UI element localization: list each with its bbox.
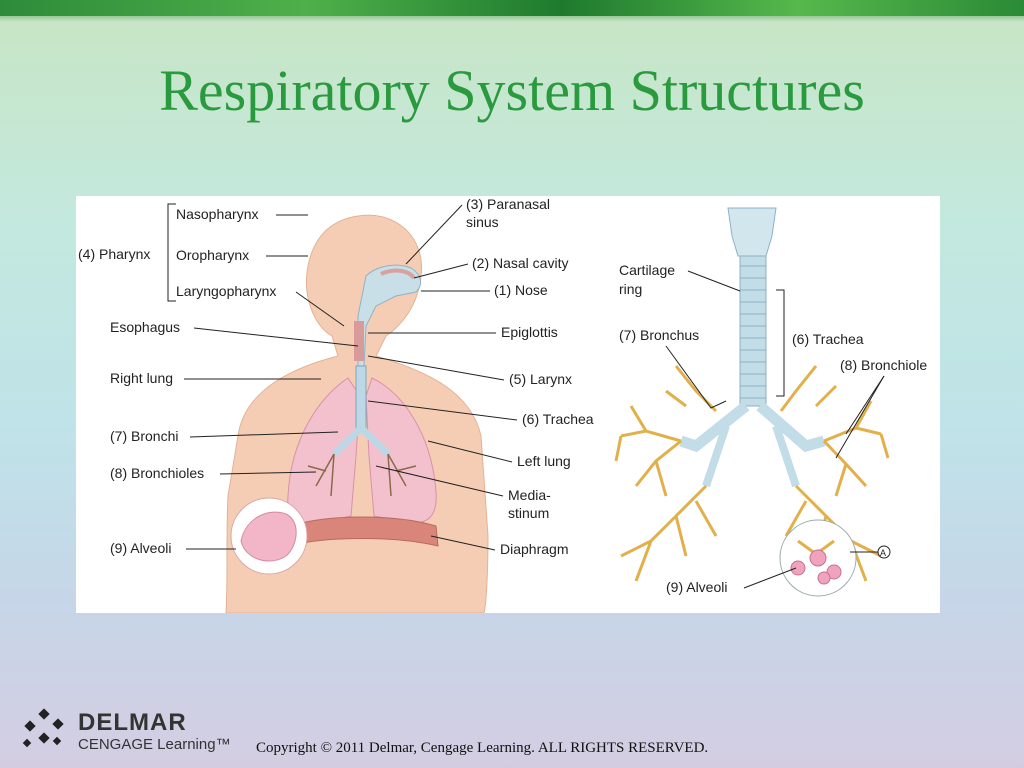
label-cartilage-2: ring: [619, 281, 642, 297]
alveoli-inset-right: [779, 519, 857, 597]
label-trachea-right: (6) Trachea: [792, 331, 864, 347]
top-accent-fade: [0, 16, 1024, 22]
label-paranasal-2: sinus: [466, 214, 499, 230]
label-diaphragm: Diaphragm: [500, 541, 568, 557]
label-mediastinum-1: Media-: [508, 487, 551, 503]
label-bronchioles: (8) Bronchioles: [110, 465, 204, 481]
label-left-lung: Left lung: [517, 453, 571, 469]
label-larynx: (5) Larynx: [509, 371, 572, 387]
label-pharynx: (4) Pharynx: [78, 246, 150, 262]
alveoli-inset-left: [230, 497, 308, 575]
respiratory-diagram: Nasopharynx (4) Pharynx Oropharynx Laryn…: [78, 196, 927, 613]
label-alveoli-left: (9) Alveoli: [110, 540, 171, 556]
copyright-text: Copyright © 2011 Delmar, Cengage Learnin…: [256, 740, 709, 756]
label-trachea-left: (6) Trachea: [522, 411, 594, 427]
label-cartilage-1: Cartilage: [619, 262, 675, 278]
trachea-right: [679, 207, 826, 488]
label-right-lung: Right lung: [110, 370, 173, 386]
label-nasal-cavity: (2) Nasal cavity: [472, 255, 568, 271]
trachea-left: [307, 365, 417, 497]
label-paranasal-1: (3) Paranasal: [466, 196, 550, 212]
top-accent-bar: [0, 0, 1024, 16]
slide-title: Respiratory System Structures: [159, 58, 865, 123]
label-oropharynx: Oropharynx: [176, 247, 249, 263]
marker-letter: A: [880, 548, 886, 558]
label-bronchi: (7) Bronchi: [110, 428, 178, 444]
label-laryngopharynx: Laryngopharynx: [176, 283, 276, 299]
lungs: [287, 377, 437, 525]
label-bronchiole-right: (8) Bronchiole: [840, 357, 927, 373]
upper-airway: [354, 264, 422, 367]
respiratory-figure: Nasopharynx (4) Pharynx Oropharynx Laryn…: [76, 196, 940, 613]
marker-circle: [877, 545, 891, 559]
label-nose: (1) Nose: [494, 282, 548, 298]
logo-text-cengage: CENGAGE Learning™: [78, 736, 231, 753]
label-alveoli-right: (9) Alveoli: [666, 579, 727, 595]
delmar-logo: DELMAR CENGAGE Learning™: [20, 708, 260, 758]
label-nasopharynx: Nasopharynx: [176, 206, 259, 222]
logo-text-delmar: DELMAR: [78, 709, 187, 736]
label-esophagus: Esophagus: [110, 319, 180, 335]
label-epiglottis: Epiglottis: [501, 324, 558, 340]
label-bronchus: (7) Bronchus: [619, 327, 699, 343]
label-mediastinum-2: stinum: [508, 505, 549, 521]
diaphragm-shape: [288, 516, 439, 547]
logo-mark-icon: [22, 708, 64, 748]
